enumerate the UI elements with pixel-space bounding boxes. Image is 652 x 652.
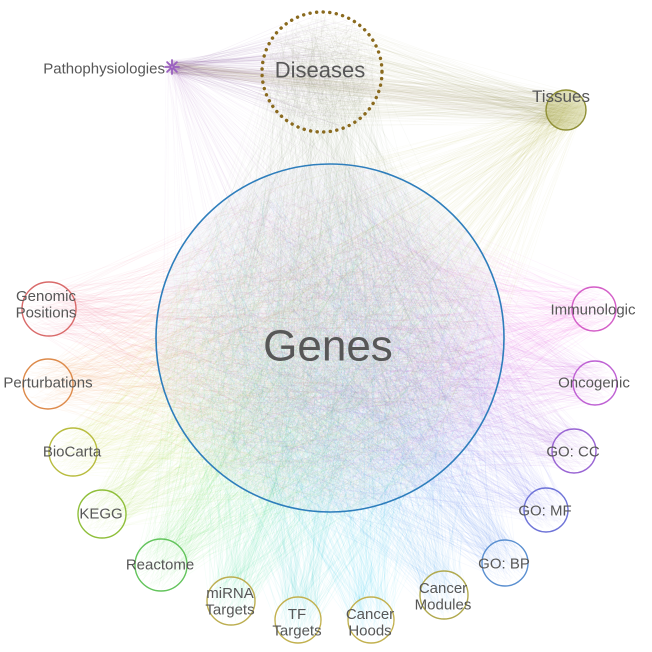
edge-bundle-go_mf-genes [163,168,567,530]
label-genes: Genes [263,321,393,370]
node-immunologic[interactable] [571,286,617,332]
edge-bundle-cancer_modules-genes [157,173,496,619]
node-reactome[interactable] [134,538,188,592]
edge-bundle-pathophysiologies-tissues [165,60,582,127]
label-kegg: KEGG [79,505,122,522]
node-go_cc[interactable] [551,428,597,474]
label-layer: Genes Diseases PathophysiologiesTissuesGen… [3,58,636,640]
label-reactome: Reactome [126,556,194,573]
edge-bundle-go_cc-genes [165,174,595,504]
edge-bundle-biocarta-genes [49,171,492,504]
node-cancer_hoods[interactable] [347,596,395,644]
label-tissues: Tissues [532,87,590,106]
edge-bundle-tf_targets-genes [161,166,494,643]
node-layer [21,10,618,644]
edge-bundle-oncogenic-genes [168,167,616,502]
edge-bundle-diseases-tissues [267,13,586,130]
node-biocarta[interactable] [48,427,98,477]
label-go_mf: GO: MF [518,502,571,519]
label-diseases: Diseases [275,58,365,83]
edge-bundle-genomic_positions-genes [22,165,502,508]
label-perturbations: Perturbations [3,374,92,391]
node-kegg[interactable] [77,489,127,539]
node-perturbations[interactable] [22,358,74,410]
label-go_cc: GO: CC [546,443,600,460]
label-pathophysiologies: Pathophysiologies [43,60,165,77]
node-cancer_modules[interactable] [419,570,469,620]
edge-bundle-immunologic-genes [166,166,616,504]
label-oncogenic: Oncogenic [558,374,630,391]
label-immunologic: Immunologic [550,301,636,318]
node-genes[interactable] [155,163,505,513]
node-diseases[interactable] [260,10,384,134]
edge-bundle-reactome-genes [135,166,490,591]
node-go_bp[interactable] [481,539,529,587]
edge-bundle-cancer_hoods-genes [178,174,496,643]
edge-bundle-go_bp-genes [161,168,527,584]
node-genomic_positions[interactable] [21,281,77,337]
edge-bundle-perturbations-genes [23,174,495,512]
node-tf_targets[interactable] [274,596,322,644]
edge-layer [22,12,616,643]
label-go_bp: GO: BP [478,555,530,572]
node-oncogenic[interactable] [572,360,618,406]
node-go_mf[interactable] [523,487,569,533]
edge-bundle-tissues-genes [168,90,586,511]
edge-bundle-mirna_targets-genes [166,170,493,624]
edge-bundle-pathophysiologies-genes [161,60,488,504]
node-pathophysiologies[interactable] [164,59,180,75]
edge-bundle-genes-genes [158,165,503,512]
edge-bundle-pathophysiologies-diseases [165,16,381,131]
node-tissues[interactable] [545,89,587,131]
edge-bundle-diseases-genes [155,12,497,508]
label-biocarta: BioCarta [43,443,102,460]
node-mirna_targets[interactable] [206,576,256,626]
edge-bundle-kegg-genes [80,173,502,538]
edge-bundle-diseases-diseases [262,12,382,130]
